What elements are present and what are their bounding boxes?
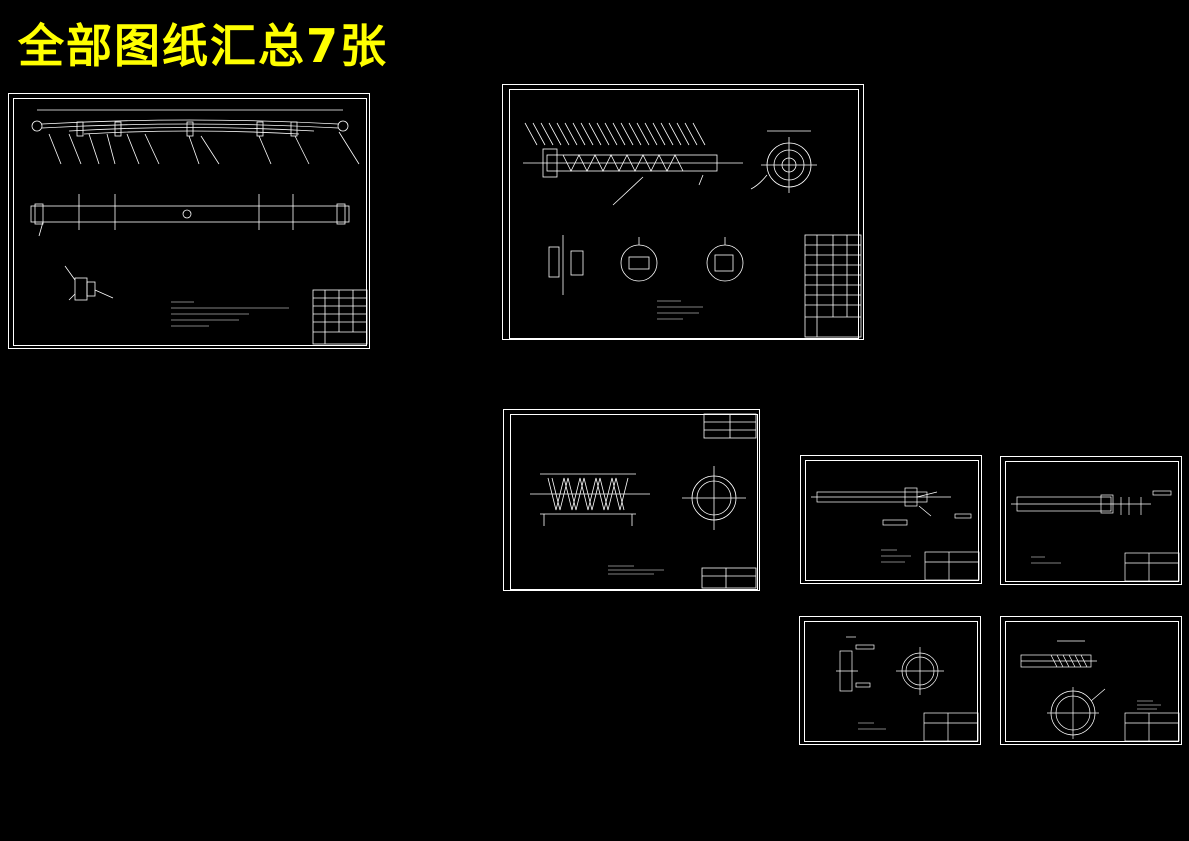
drawing-sheet-3[interactable] bbox=[503, 409, 760, 591]
coil-spring-drawing bbox=[530, 413, 757, 589]
drawing-sheet-2[interactable] bbox=[502, 84, 864, 340]
sleeve-drawing bbox=[1020, 640, 1180, 742]
page-title: 全部图纸汇总7张 bbox=[18, 19, 389, 73]
drawing-sheet-5[interactable] bbox=[1000, 456, 1182, 585]
drawing-sheet-4[interactable] bbox=[800, 455, 982, 584]
shaft-drawing bbox=[811, 487, 980, 581]
spring-assembly-drawing bbox=[523, 122, 862, 338]
drawing-sheet-6[interactable] bbox=[799, 616, 981, 745]
assembly-drawing bbox=[30, 109, 368, 345]
pin-drawing bbox=[1011, 490, 1180, 582]
bushing-drawing bbox=[836, 636, 979, 742]
drawing-sheet-7[interactable] bbox=[1000, 616, 1182, 745]
drawing-sheet-1[interactable] bbox=[8, 93, 370, 349]
